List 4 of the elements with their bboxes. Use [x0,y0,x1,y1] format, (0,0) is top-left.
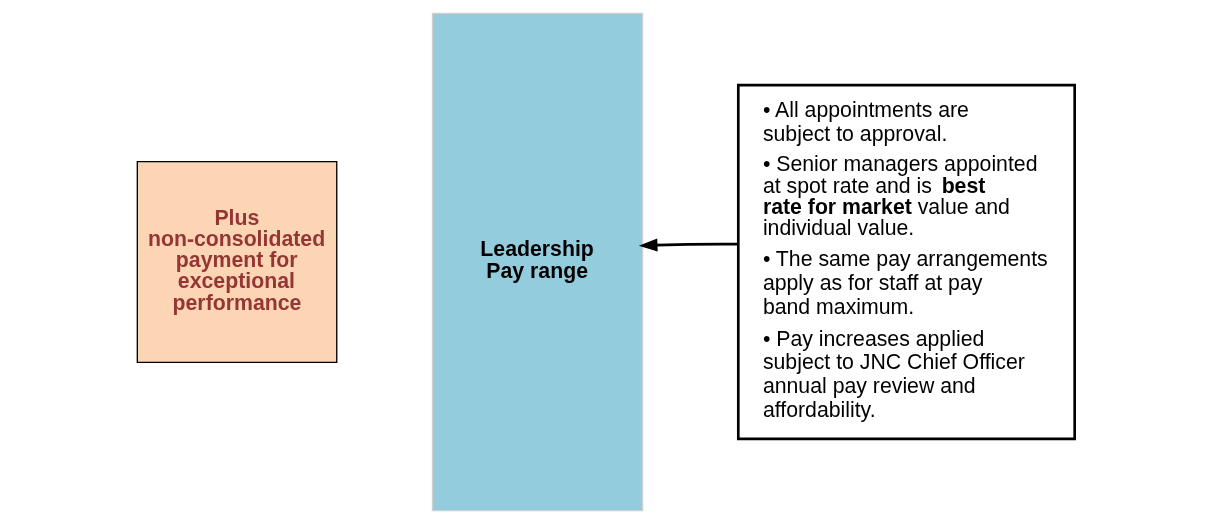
node-box: Plus non-consolidated payment for exceptional performance [136,160,338,364]
arrow [638,238,739,252]
node-box: • All appointments are subject to approval. • Senior managers appointed at spot rate and is best rate for market value and individual value. • The same pay arrangements apply as for staff at pay band maximum. • Pay increases applied subject to JNC Chief Officer annual pay review and affordability. [736,83,1076,441]
node-box: Leadership Pay range [431,12,644,512]
